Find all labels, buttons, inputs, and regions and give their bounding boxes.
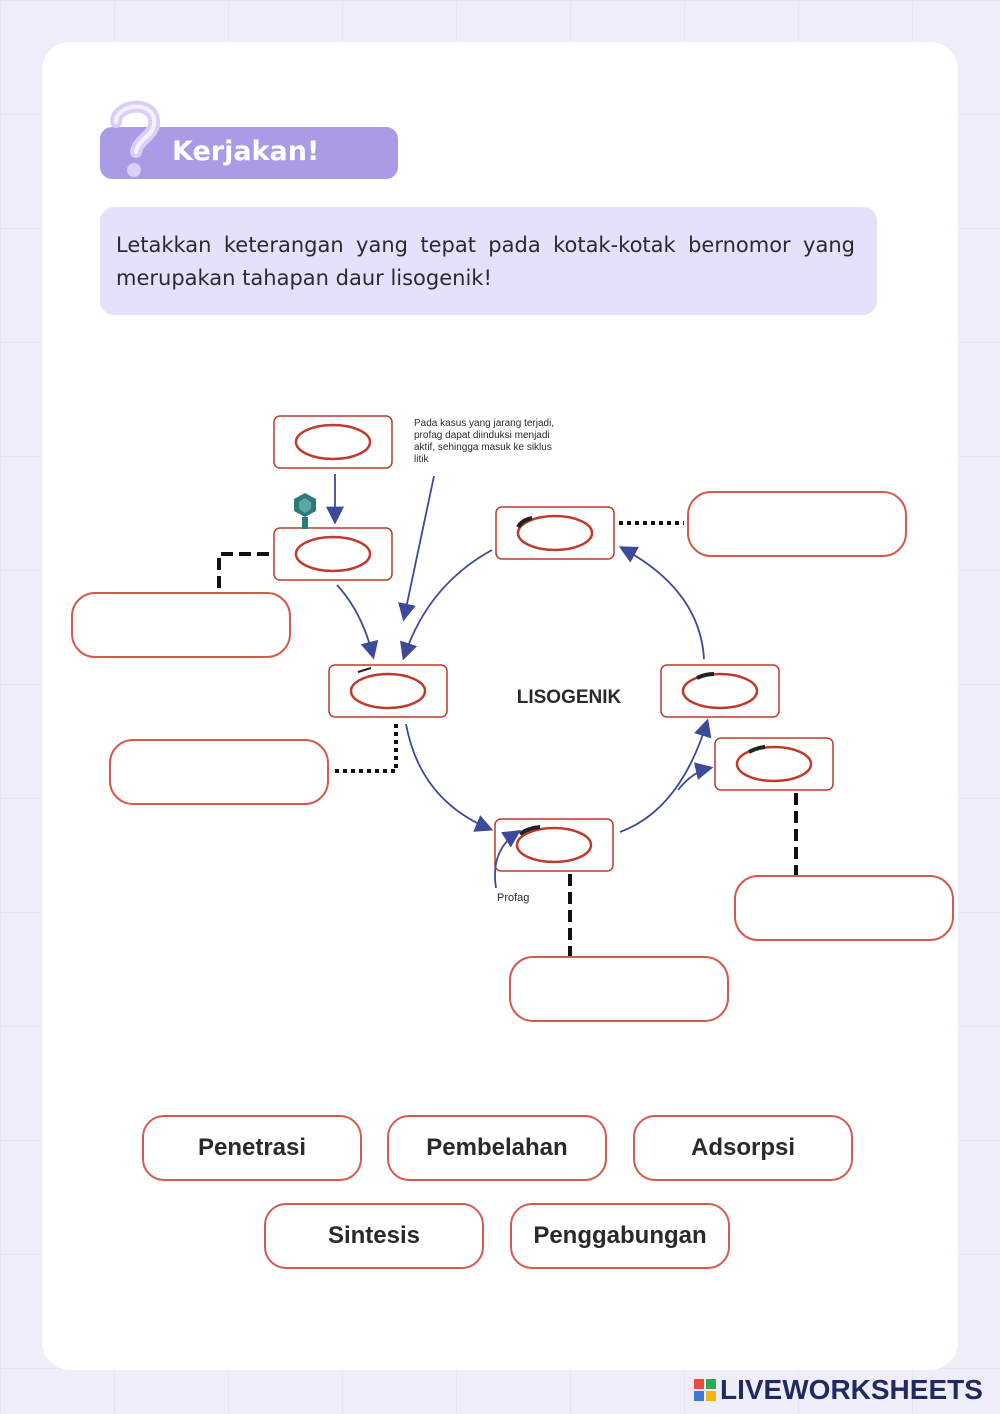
cell-3	[328, 664, 448, 718]
answer-slot-3[interactable]	[687, 491, 907, 557]
watermark-text: LIVEWORKSHEETS	[720, 1374, 983, 1405]
page-title: Kerjakan!	[172, 136, 320, 167]
bacteriophage-icon	[294, 493, 316, 529]
instruction-text: Letakkan keterangan yang tepat pada kota…	[100, 207, 877, 315]
answer-slot-4[interactable]	[734, 875, 954, 941]
cell-1	[273, 415, 393, 469]
induction-note-line-3: aktif, sehingga masuk ke siklus	[414, 442, 552, 453]
cell-2	[273, 527, 393, 581]
cell-5	[660, 664, 780, 718]
prophage-label: Profag	[497, 892, 529, 904]
option-penetrasi[interactable]: Penetrasi	[142, 1115, 362, 1181]
liveworksheets-logo: LIVEWORKSHEETS	[694, 1374, 983, 1406]
answer-slot-1[interactable]	[71, 592, 291, 658]
option-adsorpsi[interactable]: Adsorpsi	[633, 1115, 853, 1181]
question-mark-icon	[110, 100, 161, 177]
option-pembelahan[interactable]: Pembelahan	[387, 1115, 607, 1181]
cell-7	[494, 818, 614, 872]
answer-slot-2[interactable]	[109, 739, 329, 805]
option-sintesis[interactable]: Sintesis	[264, 1203, 484, 1269]
liveworksheets-logo-icon	[694, 1379, 716, 1401]
option-penggabungan[interactable]: Penggabungan	[510, 1203, 730, 1269]
answer-slot-5[interactable]	[509, 956, 729, 1022]
cycle-center-label: LISOGENIK	[517, 687, 622, 708]
induction-note-line-4: litik	[414, 454, 429, 465]
induction-note-line-1: Pada kasus yang jarang terjadi,	[414, 418, 554, 429]
induction-note-line-2: profag dapat diinduksi menjadi	[414, 430, 550, 441]
cell-6	[714, 737, 834, 791]
cell-4	[495, 506, 615, 560]
